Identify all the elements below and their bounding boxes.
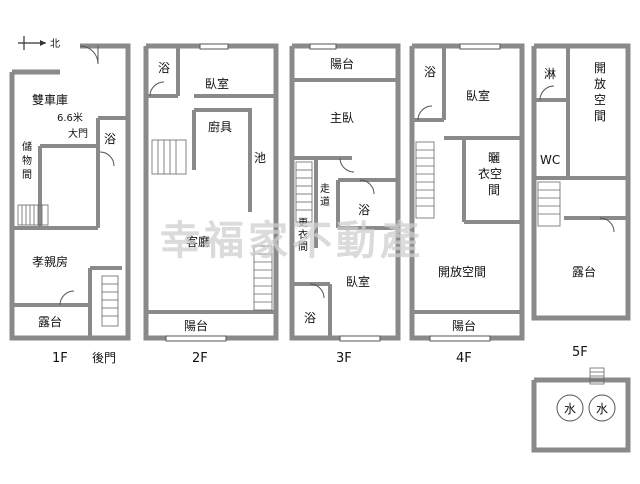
- 5f-open-label: 開 放 空 間: [594, 61, 610, 123]
- 5f-open-char-3: 空: [594, 93, 606, 107]
- 2f-living-label: 客廳: [186, 234, 210, 249]
- 1f-bath-door-icon: [99, 151, 115, 167]
- 5f-outer-wall: [531, 43, 631, 321]
- 3f-corridor-char-1: 走: [320, 183, 330, 195]
- 1f-back-door-label: 後門: [92, 351, 116, 365]
- 3f-stairs-icon: [295, 161, 313, 223]
- 4f-balcony-label: 陽台: [452, 318, 476, 333]
- 4f-bath-door-icon: [417, 105, 433, 121]
- 3f-closet-label: 更 衣 間: [298, 217, 311, 253]
- 4f-drying-line-2: 衣空: [478, 166, 502, 181]
- 3f-bedroom-label: 臥室: [346, 274, 370, 289]
- 3f-window-bottom: [339, 335, 381, 342]
- 2f-bath-label: 浴: [158, 61, 170, 75]
- roof-stairs-icon: [589, 367, 605, 385]
- 1f-storage-label: 儲 物 間: [22, 141, 35, 181]
- 3f-closet-char-1: 更: [298, 217, 308, 229]
- 5f-shower-label: 淋: [544, 67, 556, 81]
- 3f-outer-wall: [289, 43, 401, 341]
- 2f-outer-wall: [143, 43, 279, 341]
- 1f-storage-char-3: 間: [22, 169, 32, 181]
- 1f-main-door-label: 大門: [68, 127, 88, 140]
- 1f-storage-char-1: 儲: [22, 141, 32, 153]
- 2f-sink-label: 池: [254, 151, 266, 165]
- watermark: 幸福家不動產: [160, 218, 424, 264]
- 5f-open-char-2: 放: [594, 76, 606, 91]
- 3f-bath-low-door-icon: [309, 283, 325, 299]
- 2f-balcony-label: 陽台: [184, 318, 208, 333]
- 4f-floor-label: 4F: [456, 351, 472, 366]
- 5f-open-char-1: 開: [594, 61, 606, 75]
- 5f-floor-label: 5F: [572, 345, 588, 360]
- 5f-shower-door-icon: [539, 85, 555, 101]
- 2f-stairs-icon: [151, 139, 273, 311]
- water-tank-1-label: 水: [564, 402, 576, 416]
- 1f-garage-width-label: 6.6米: [57, 111, 83, 124]
- 2f-floor-label: 2F: [192, 351, 208, 366]
- floor-4f: 浴 臥室 曬 衣空 間 開放空間 陽台 4F: [409, 43, 525, 366]
- 1f-terrace-label: 露台: [38, 314, 62, 329]
- 4f-window-top: [459, 43, 501, 50]
- 1f-garage-label: 雙車庫: [32, 93, 68, 107]
- 4f-drying-line-3: 間: [488, 183, 500, 197]
- 2f-bedroom-label: 臥室: [205, 76, 229, 91]
- 5f-stairs-icon: [537, 181, 561, 227]
- 3f-floor-label: 3F: [336, 351, 352, 366]
- floor-1f: 雙車庫 6.6米 大門 浴 儲 物 間 孝親房 露台 1F 後門: [9, 43, 131, 366]
- 1f-floor-label: 1F: [52, 351, 68, 366]
- 2f-kitchen-label: 廚具: [208, 119, 232, 134]
- 2f-bath-door-icon: [149, 81, 165, 97]
- 3f-master-door-icon: [339, 157, 355, 173]
- 5f-terrace-label: 露台: [572, 264, 596, 279]
- 2f-window-top: [199, 43, 229, 50]
- 1f-elder-room-label: 孝親房: [32, 254, 68, 269]
- floor-3f: 陽台 主臥 走 道 更 衣 間 浴 臥室 浴 3F: [289, 43, 401, 366]
- 1f-bath-label: 浴: [104, 132, 116, 146]
- 3f-balcony-top-label: 陽台: [330, 56, 354, 71]
- 3f-corridor-char-2: 道: [320, 195, 330, 208]
- roof-level: 水 水: [531, 367, 631, 453]
- compass-north-label: 北: [50, 38, 60, 50]
- water-tank-2-icon: [588, 394, 616, 422]
- 3f-bath-low-label: 浴: [304, 311, 316, 325]
- 3f-window-top: [309, 43, 337, 50]
- 4f-drying-label: 曬 衣空 間: [478, 151, 506, 197]
- north-compass: 北: [18, 36, 60, 50]
- 3f-closet-char-3: 間: [298, 241, 308, 253]
- 1f-storage-char-2: 物: [22, 154, 32, 167]
- 5f-open-char-4: 間: [594, 109, 606, 123]
- 3f-bath-mid-label: 浴: [358, 203, 370, 217]
- 5f-wc-label: WC: [540, 153, 560, 167]
- 1f-terrace-door-icon: [59, 290, 75, 306]
- 3f-closet-char-2: 衣: [298, 228, 308, 241]
- 1f-garage-door-icon: [79, 45, 99, 65]
- 3f-corridor-label: 走 道: [320, 183, 333, 208]
- floor-2f: 浴 臥室 廚具 池 客廳 陽台 2F: [143, 43, 279, 366]
- 1f-stairs-icon: [17, 204, 119, 327]
- 3f-master-label: 主臥: [330, 111, 354, 125]
- 5f-terrace-door-icon: [599, 217, 615, 233]
- 1f-outer-wall: [9, 43, 131, 341]
- 4f-window-bottom: [429, 335, 491, 342]
- 2f-window-bottom: [165, 335, 227, 342]
- water-tank-1-icon: [556, 394, 584, 422]
- 4f-bath-label: 浴: [424, 65, 436, 79]
- 4f-open-label: 開放空間: [438, 264, 486, 279]
- floor-5f: 淋 開 放 空 間 WC 露台 5F: [531, 43, 631, 360]
- compass-arrow-icon: [40, 40, 46, 46]
- 4f-bedroom-label: 臥室: [466, 88, 490, 103]
- water-tank-2-label: 水: [596, 402, 608, 416]
- 4f-drying-line-1: 曬: [488, 151, 500, 165]
- 4f-stairs-icon: [415, 141, 435, 219]
- 3f-bath-door-icon: [359, 179, 375, 195]
